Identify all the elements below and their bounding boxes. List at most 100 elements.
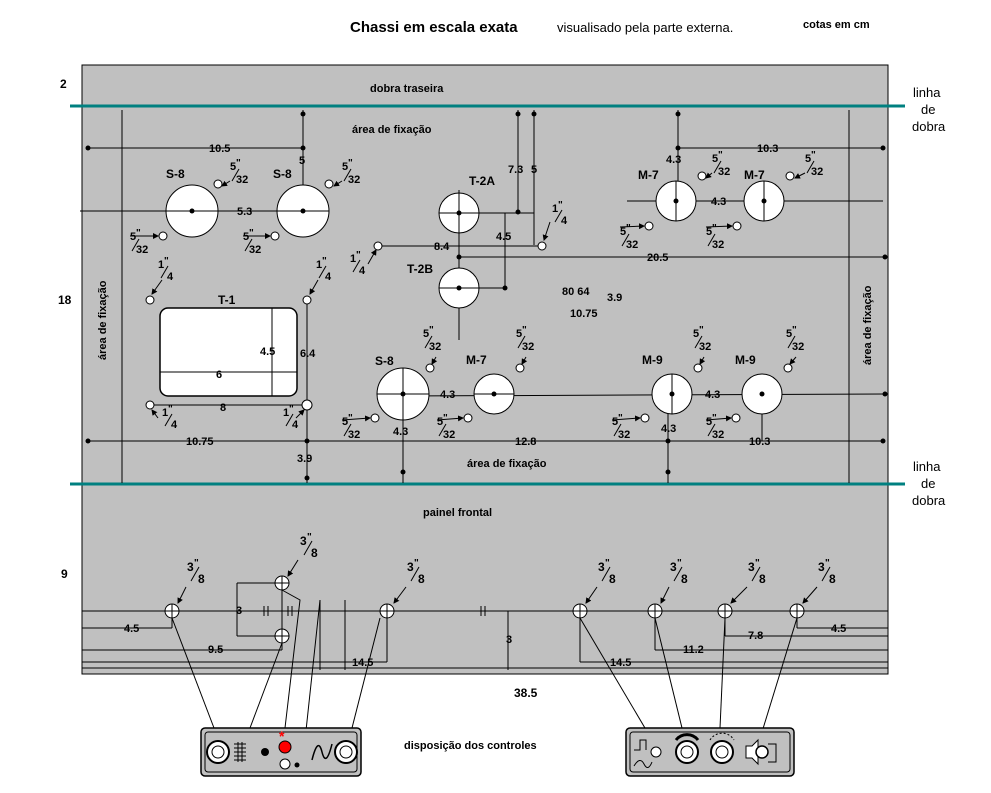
- dim-8-t1: 8: [220, 402, 226, 414]
- fixing-area-left: área de fixação: [97, 280, 109, 360]
- svg-text:": ": [322, 256, 327, 267]
- svg-text:3: 3: [598, 560, 605, 574]
- dim-front-9-5: 9.5: [208, 644, 223, 656]
- svg-text:3: 3: [187, 560, 194, 574]
- label-s8-lower: S-8: [375, 354, 394, 368]
- control-panel-left: *: [200, 727, 362, 777]
- svg-text:4: 4: [171, 419, 178, 431]
- scale-icon: [234, 742, 246, 762]
- knob-left-2: [334, 740, 358, 764]
- svg-text:1: 1: [350, 253, 356, 265]
- label-s8-right: S-8: [273, 167, 292, 181]
- svg-text:3: 3: [300, 534, 307, 548]
- dim-4-3-m7mid: 4.3: [711, 196, 726, 208]
- dim-10-75-mid: 10.75: [570, 308, 598, 320]
- page-title: Chassi em escala exata: [350, 19, 518, 36]
- dim-80-64: 80 64: [562, 286, 590, 298]
- svg-text:8: 8: [311, 546, 318, 560]
- dim-4-5-t1: 4.5: [260, 346, 275, 358]
- knob-right-3: [755, 745, 769, 759]
- toggle-switch-right-icon: [650, 746, 662, 758]
- dim-4-3-m9b: 4.3: [661, 423, 676, 435]
- controls-caption: disposição dos controles: [404, 740, 537, 752]
- dim-front-4-5-left: 4.5: [124, 623, 139, 635]
- dim-10-3-bot: 10.3: [749, 436, 770, 448]
- led-asterisk-icon: *: [279, 728, 285, 744]
- svg-text:4: 4: [167, 271, 174, 283]
- svg-text:": ": [168, 404, 173, 415]
- label-m7-lower: M-7: [466, 353, 487, 367]
- dim-6-t1: 6: [216, 369, 222, 381]
- svg-text:": ": [356, 250, 361, 261]
- dim-5-top: 5: [299, 155, 305, 167]
- svg-text:4: 4: [561, 215, 568, 227]
- dim-front-3-center: 3: [506, 634, 512, 646]
- svg-text:": ": [307, 532, 312, 543]
- svg-text:": ": [164, 256, 169, 267]
- dim-front-7-8: 7.8: [748, 630, 763, 642]
- svg-text:8: 8: [829, 572, 836, 586]
- height-rear: 2: [60, 77, 67, 91]
- svg-text:3: 3: [670, 560, 677, 574]
- page-subtitle: visualisado pela parte externa.: [557, 20, 733, 35]
- dim-5-t2: 5: [531, 164, 537, 176]
- svg-text:3: 3: [748, 560, 755, 574]
- dim-7-3: 7.3: [508, 164, 523, 176]
- svg-text:8: 8: [418, 572, 425, 586]
- label-m7-right: M-7: [744, 168, 765, 182]
- dim-front-14-5-left: 14.5: [352, 657, 373, 669]
- svg-text:8: 8: [681, 572, 688, 586]
- total-width-label: 38.5: [514, 686, 538, 700]
- dim-4-3-s8: 4.3: [440, 389, 455, 401]
- fold-label-bot-3: dobra: [912, 493, 946, 508]
- front-panel-label: painel frontal: [423, 507, 492, 519]
- label-m9-right: M-9: [735, 353, 756, 367]
- fold-label-top-3: dobra: [912, 119, 946, 134]
- svg-text:4: 4: [325, 271, 332, 283]
- svg-text:8: 8: [198, 572, 205, 586]
- svg-text:8: 8: [759, 572, 766, 586]
- rear-fold-label: dobra traseira: [370, 83, 444, 95]
- dim-4-3-s8b: 4.3: [393, 426, 408, 438]
- svg-text:": ": [289, 404, 294, 415]
- dim-front-3-left: 3: [236, 605, 242, 617]
- fold-label-bot-1: linha: [913, 459, 941, 474]
- label-m7-left: M-7: [638, 168, 659, 182]
- svg-text:": ": [414, 558, 419, 569]
- dim-5-3: 5.3: [237, 206, 252, 218]
- dim-3-9-mid: 3.9: [607, 292, 622, 304]
- label-s8-left: S-8: [166, 167, 185, 181]
- fold-label-bot-2: de: [921, 476, 935, 491]
- knob-left-1: [206, 740, 230, 764]
- height-front: 9: [61, 567, 68, 581]
- units-note: cotas em cm: [803, 19, 870, 31]
- dim-10-75-bot: 10.75: [186, 436, 214, 448]
- label-m9-left: M-9: [642, 353, 663, 367]
- height-body: 18: [58, 293, 72, 307]
- svg-text:1: 1: [552, 203, 558, 215]
- led-indicator-icon: [278, 740, 292, 754]
- sine-wave-icon: [311, 743, 333, 761]
- toggle-switch-icon: [279, 758, 291, 770]
- dim-8-4: 8.4: [434, 241, 450, 253]
- svg-text:1: 1: [283, 407, 289, 419]
- dim-10-5: 10.5: [209, 143, 230, 155]
- dim-4-3-m7top: 4.3: [666, 154, 681, 166]
- svg-text:8: 8: [609, 572, 616, 586]
- speaker-icon: [745, 738, 759, 766]
- sine-wave-small-icon: [633, 760, 653, 768]
- control-panel-right: [625, 727, 795, 777]
- dim-4-5-t2: 4.5: [496, 231, 511, 243]
- fraction-callouts-1-4: 1"4 1"4 1"4 1"4 1"4 1"4: [158, 200, 568, 431]
- knob-right-1: [675, 740, 699, 764]
- dim-front-14-5-right: 14.5: [610, 657, 631, 669]
- dim-front-4-5-right: 4.5: [831, 623, 846, 635]
- svg-text:": ": [194, 558, 199, 569]
- svg-text:4: 4: [292, 419, 299, 431]
- dim-4-3-m9: 4.3: [705, 389, 720, 401]
- square-wave-icon: [634, 739, 647, 751]
- dim-10-3-top: 10.3: [757, 143, 778, 155]
- fixing-area-bottom: área de fixação: [467, 458, 547, 470]
- svg-text:1: 1: [162, 407, 168, 419]
